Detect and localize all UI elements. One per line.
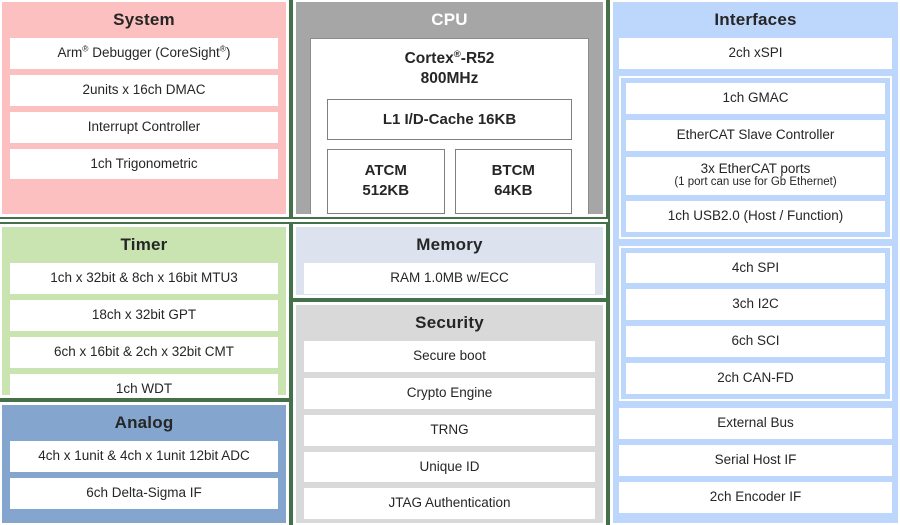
interfaces-group-bus: External Bus Serial Host IF 2ch Encoder …	[619, 408, 892, 513]
security-item-unique-id: Unique ID	[304, 451, 595, 483]
block-interfaces: Interfaces 2ch xSPI 1ch GMAC EtherCAT Sl…	[608, 0, 900, 525]
block-timer-body: Timer 1ch x 32bit & 8ch x 16bit MTU3 18c…	[2, 227, 286, 395]
interfaces-item-usb: 1ch USB2.0 (Host / Function)	[626, 200, 885, 232]
interfaces-item-spi: 4ch SPI	[626, 252, 885, 284]
interfaces-item-gmac: 1ch GMAC	[626, 82, 885, 114]
analog-item-delta-sigma: 6ch Delta-Sigma IF	[10, 477, 278, 509]
block-timer-title: Timer	[120, 235, 168, 254]
memory-item-ram: RAM 1.0MB w/ECC	[304, 262, 595, 294]
system-item-interrupt-controller: Interrupt Controller	[10, 111, 278, 143]
block-interfaces-title: Interfaces	[714, 10, 797, 29]
interfaces-item-xspi: 2ch xSPI	[619, 37, 892, 69]
block-analog: Analog 4ch x 1unit & 4ch x 1unit 12bit A…	[0, 400, 291, 525]
interfaces-group-xspi: 2ch xSPI	[619, 37, 892, 69]
interfaces-group-ethernet: 1ch GMAC EtherCAT Slave Controller 3x Et…	[619, 75, 892, 239]
cpu-core-box: Cortex®-R52 800MHz L1 I/D-Cache 16KB ATC…	[310, 37, 589, 214]
block-system: System Arm® Debugger (CoreSight®) 2units…	[0, 0, 291, 219]
timer-item-cmt: 6ch x 16bit & 2ch x 32bit CMT	[10, 336, 278, 368]
timer-item-mtu3: 1ch x 32bit & 8ch x 16bit MTU3	[10, 262, 278, 294]
block-cpu: CPU Cortex®-R52 800MHz L1 I/D-Cache 16KB…	[291, 0, 608, 219]
interfaces-item-i2c: 3ch I2C	[626, 289, 885, 321]
timer-item-gpt: 18ch x 32bit GPT	[10, 299, 278, 331]
system-item-dmac: 2units x 16ch DMAC	[10, 74, 278, 106]
cpu-tcm-atcm: ATCM 512KB	[327, 149, 445, 214]
block-memory-title: Memory	[416, 235, 483, 254]
block-cpu-title: CPU	[431, 10, 468, 29]
block-system-title: System	[113, 10, 175, 29]
cpu-cache: L1 I/D-Cache 16KB	[327, 99, 572, 141]
cpu-core-frequency: 800MHz	[420, 70, 479, 88]
cpu-tcm-row: ATCM 512KB BTCM 64KB	[327, 149, 572, 214]
cpu-tcm-btcm: BTCM 64KB	[454, 149, 572, 214]
block-security: Security Secure boot Crypto Engine TRNG …	[291, 300, 608, 525]
block-cpu-body: CPU Cortex®-R52 800MHz L1 I/D-Cache 16KB…	[296, 2, 603, 214]
block-security-body: Security Secure boot Crypto Engine TRNG …	[296, 305, 603, 523]
cpu-core-name: Cortex®-R52	[404, 48, 495, 67]
security-item-secure-boot: Secure boot	[304, 340, 595, 372]
system-item-arm-debugger: Arm® Debugger (CoreSight®)	[10, 37, 278, 69]
block-memory-body: Memory RAM 1.0MB w/ECC	[296, 227, 603, 295]
interfaces-item-ethercat-slave: EtherCAT Slave Controller	[626, 119, 885, 151]
analog-item-adc: 4ch x 1unit & 4ch x 1unit 12bit ADC	[10, 440, 278, 472]
interfaces-item-ethercat-ports: 3x EtherCAT ports (1 port can use for Gb…	[626, 156, 885, 195]
block-memory: Memory RAM 1.0MB w/ECC	[291, 222, 608, 300]
security-item-trng: TRNG	[304, 414, 595, 446]
interfaces-item-can-fd: 2ch CAN-FD	[626, 363, 885, 395]
block-analog-title: Analog	[114, 413, 174, 432]
block-interfaces-body: Interfaces 2ch xSPI 1ch GMAC EtherCAT Sl…	[613, 2, 898, 523]
interfaces-item-external-bus: External Bus	[619, 408, 892, 439]
security-item-jtag-auth: JTAG Authentication	[304, 488, 595, 520]
interfaces-group-serial: 4ch SPI 3ch I2C 6ch SCI 2ch CAN-FD	[619, 245, 892, 402]
timer-item-wdt: 1ch WDT	[10, 373, 278, 395]
block-system-body: System Arm® Debugger (CoreSight®) 2units…	[2, 2, 286, 214]
block-timer: Timer 1ch x 32bit & 8ch x 16bit MTU3 18c…	[0, 222, 291, 400]
block-analog-body: Analog 4ch x 1unit & 4ch x 1unit 12bit A…	[2, 405, 286, 523]
interfaces-item-sci: 6ch SCI	[626, 326, 885, 358]
block-security-title: Security	[415, 313, 484, 332]
cpu-core-label: Cortex®-R52 800MHz	[327, 49, 572, 89]
system-item-trigonometric: 1ch Trigonometric	[10, 148, 278, 180]
interfaces-item-ethercat-ports-note: (1 port can use for Gb Ethernet)	[674, 176, 837, 189]
interfaces-item-serial-host-if: Serial Host IF	[619, 444, 892, 476]
interfaces-item-encoder-if: 2ch Encoder IF	[619, 481, 892, 513]
security-item-crypto-engine: Crypto Engine	[304, 377, 595, 409]
